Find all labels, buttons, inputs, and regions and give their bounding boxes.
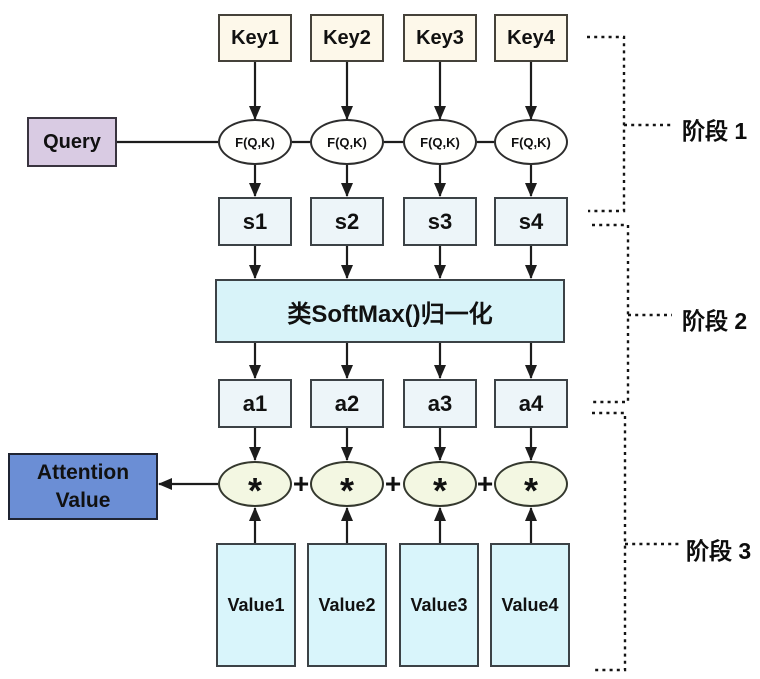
key3-label: Key3 [416, 26, 464, 49]
multiply-node-3: * [403, 461, 477, 511]
weight-a1-label: a1 [242, 390, 268, 416]
value2-box: Value2 [307, 543, 387, 667]
multiply-symbol-2: * [339, 470, 354, 511]
weight-a2-box: a2 [310, 379, 384, 428]
plus-symbol-1: + [292, 468, 310, 499]
f-node-3: F(Q,K) [403, 119, 477, 165]
key1-label: Key1 [231, 26, 279, 49]
stage3-label: 阶段 3 [686, 538, 752, 564]
value-to-multiply-arrows [249, 507, 537, 543]
softmax-to-weight-arrows [249, 343, 537, 379]
plus-symbol-2: + [384, 468, 402, 499]
softmax-box: 类SoftMax()归一化 [215, 279, 565, 343]
attention-value-box: Attention Value [8, 453, 158, 520]
f-node-1-label: F(Q,K) [235, 134, 275, 150]
value4-label: Value4 [501, 594, 559, 615]
stage2-bracket [592, 223, 630, 404]
weight-a4-box: a4 [494, 379, 568, 428]
value1-label: Value1 [227, 594, 285, 615]
f-node-4: F(Q,K) [494, 119, 568, 165]
multiply-node-1: * [218, 461, 292, 511]
value4-box: Value4 [490, 543, 570, 667]
stage1-label: 阶段 1 [682, 118, 748, 144]
attention-value-line2: Value [55, 488, 111, 512]
softmax-label: 类SoftMax()归一化 [287, 300, 493, 328]
value3-label: Value3 [410, 594, 468, 615]
key3-box: Key3 [403, 14, 477, 62]
stage2-label: 阶段 2 [682, 308, 748, 334]
score-to-softmax-arrows [249, 246, 537, 279]
plus-symbol-3: + [476, 468, 494, 499]
weight-to-multiply-arrows [249, 428, 537, 461]
stage3-bracket [592, 411, 627, 672]
score-s3-box: s3 [403, 197, 477, 246]
key2-box: Key2 [310, 14, 384, 62]
stage-brackets [587, 35, 680, 672]
key2-label: Key2 [323, 26, 371, 49]
score-s1-box: s1 [218, 197, 292, 246]
multiply-node-4: * [494, 461, 568, 511]
score-s2-box: s2 [310, 197, 384, 246]
value1-box: Value1 [216, 543, 296, 667]
f-node-3-label: F(Q,K) [420, 134, 460, 150]
key4-label: Key4 [507, 26, 555, 49]
key-to-f-arrows [249, 62, 537, 120]
attention-value-line1: Attention [36, 461, 130, 485]
score-s4-box: s4 [494, 197, 568, 246]
f-to-score-arrows [249, 165, 537, 197]
weight-a3-box: a3 [403, 379, 477, 428]
multiply-symbol-3: * [432, 470, 447, 511]
weight-a3-label: a3 [427, 390, 453, 416]
key4-box: Key4 [494, 14, 568, 62]
score-s2-label: s2 [334, 208, 360, 234]
multiply-node-2: * [310, 461, 384, 511]
score-s1-label: s1 [242, 208, 268, 234]
value2-label: Value2 [318, 594, 376, 615]
multiply-symbol-4: * [523, 470, 538, 511]
weight-a2-label: a2 [334, 390, 360, 416]
query-label: Query [43, 130, 101, 153]
score-s3-label: s3 [427, 208, 453, 234]
score-s4-label: s4 [518, 208, 544, 234]
value3-box: Value3 [399, 543, 479, 667]
weight-a1-box: a1 [218, 379, 292, 428]
multiply-symbol-1: * [247, 470, 262, 511]
weight-a4-label: a4 [518, 390, 544, 416]
f-node-2: F(Q,K) [310, 119, 384, 165]
f-node-2-label: F(Q,K) [327, 134, 367, 150]
query-box: Query [27, 117, 117, 167]
stage1-bracket [587, 35, 626, 213]
f-node-4-label: F(Q,K) [511, 134, 551, 150]
f-node-1: F(Q,K) [218, 119, 292, 165]
key1-box: Key1 [218, 14, 292, 62]
